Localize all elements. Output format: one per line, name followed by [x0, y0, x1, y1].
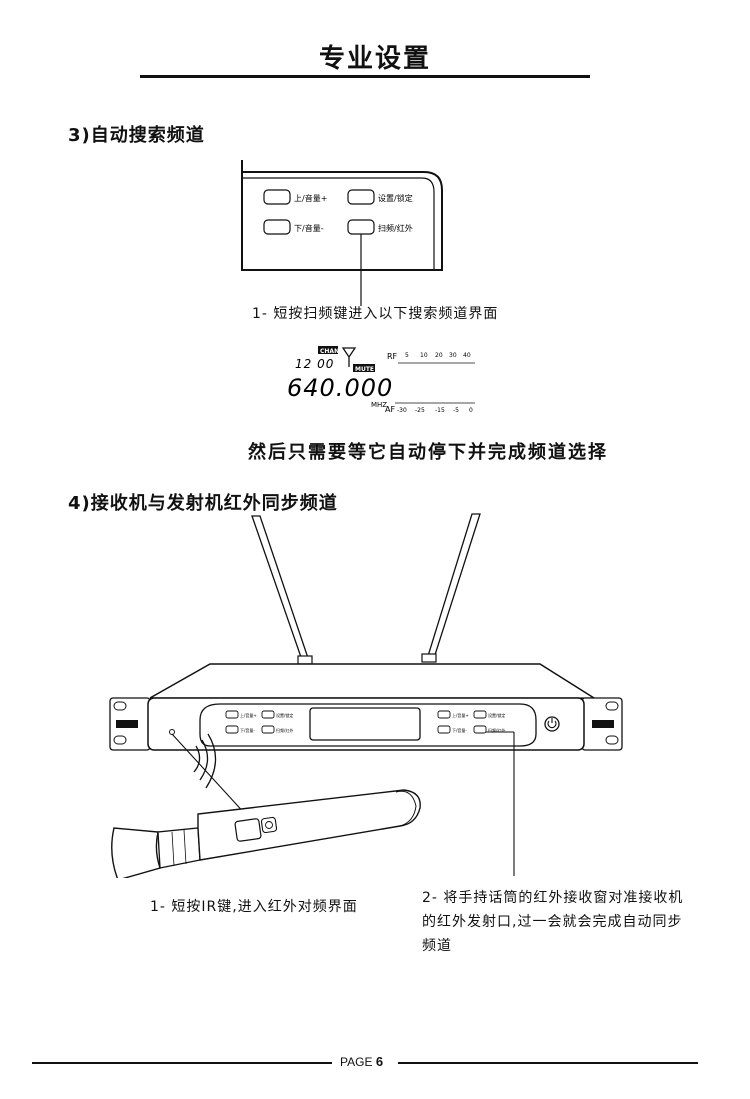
rx-left-set-label: 设置/锁定 [276, 712, 293, 718]
section-4-step-2: 2- 将手持话筒的红外接收窗对准接收机 的红外发射口,过一会就会完成自动同步 频… [422, 886, 683, 958]
receiver-illustration: 上/音量+ 设置/锁定 下/音量- 扫频/红外 上/音量+ 设置/锁定 下/音量… [109, 513, 623, 878]
left-rack-ear [109, 697, 151, 751]
mute-label: MUTE [355, 366, 374, 373]
rf-tick-5: 5 [405, 352, 409, 359]
af-tick-m25: -25 [415, 407, 425, 414]
page-title: 专业设置 [318, 44, 431, 74]
af-tick-m5: -5 [453, 407, 459, 414]
left-antenna [251, 515, 313, 665]
handheld-microphone [111, 789, 421, 878]
frequency-readout: 640.000 [287, 374, 393, 402]
section-3-step-1: 1- 短按扫频键进入以下搜索频道界面 [252, 306, 499, 322]
rx-right-set-label: 设置/锁定 [488, 712, 505, 718]
right-antenna [421, 513, 481, 663]
rx-right-up-label: 上/音量+ [452, 712, 469, 718]
channel-number: 12 00 [295, 357, 334, 371]
ir-window [169, 729, 175, 735]
rf-tick-10: 10 [420, 352, 428, 359]
rx-right-scan-label: 扫频/红外 [488, 727, 505, 733]
ir-signal-waves [193, 733, 217, 789]
down-volume-label: 下/音量- [294, 223, 324, 233]
section-4-step-2-line-2: 的红外发射口,过一会就会完成自动同步 [422, 914, 683, 930]
down-volume-button [263, 219, 291, 235]
af-tick-0: 0 [469, 407, 473, 414]
rf-tick-20: 20 [435, 352, 443, 359]
title-divider [140, 75, 590, 78]
section-4-step-2-line-1: 2- 将手持话筒的红外接收窗对准接收机 [422, 890, 684, 906]
rf-tick-30: 30 [449, 352, 457, 359]
section-3-result: 然后只需要等它自动停下并完成频道选择 [248, 442, 608, 463]
scan-ir-label: 扫频/红外 [378, 223, 413, 233]
page-number-value: 6 [375, 1054, 384, 1069]
receiver-display [309, 707, 421, 741]
lcd-display: CHAN 12 00 MUTE 640.000 MHZ RF 5 10 20 3… [287, 346, 475, 414]
right-rack-ear [581, 697, 623, 751]
af-tick-m15: -15 [435, 407, 445, 414]
power-icon [544, 716, 560, 732]
up-volume-button [263, 189, 291, 205]
section-4-step-2-line-3: 频道 [422, 938, 452, 954]
page-label: PAGE [340, 1055, 373, 1069]
rf-label: RF [387, 352, 398, 361]
af-label: AF [385, 405, 395, 414]
page-number: PAGE 6 [340, 1054, 383, 1069]
set-lock-button [347, 189, 375, 205]
set-lock-label: 设置/锁定 [378, 193, 413, 203]
footer-rule-left [32, 1062, 332, 1064]
up-volume-label: 上/音量+ [294, 193, 327, 203]
af-tick-m30: -30 [397, 407, 407, 414]
rf-tick-40: 40 [463, 352, 471, 359]
panel-closeup-diagram: 上/音量+ 设置/锁定 下/音量- 扫频/红外 [241, 160, 443, 306]
rx-right-down-label: 下/音量- [452, 727, 467, 733]
rx-left-up-label: 上/音量+ [240, 712, 257, 718]
antenna-icon [341, 347, 357, 367]
section-4-heading: 4)接收机与发射机红外同步频道 [68, 493, 338, 514]
rx-left-scan-label: 扫频/红外 [276, 727, 293, 733]
mhz-label: MHZ [371, 401, 387, 409]
footer-rule-right [398, 1062, 698, 1064]
rx-left-down-label: 下/音量- [240, 727, 255, 733]
section-4-step-1: 1- 短按IR键,进入红外对频界面 [150, 899, 358, 915]
scan-ir-button [347, 219, 375, 235]
section-3-heading: 3)自动搜索频道 [68, 125, 205, 146]
chan-label: CHAN [320, 348, 339, 355]
